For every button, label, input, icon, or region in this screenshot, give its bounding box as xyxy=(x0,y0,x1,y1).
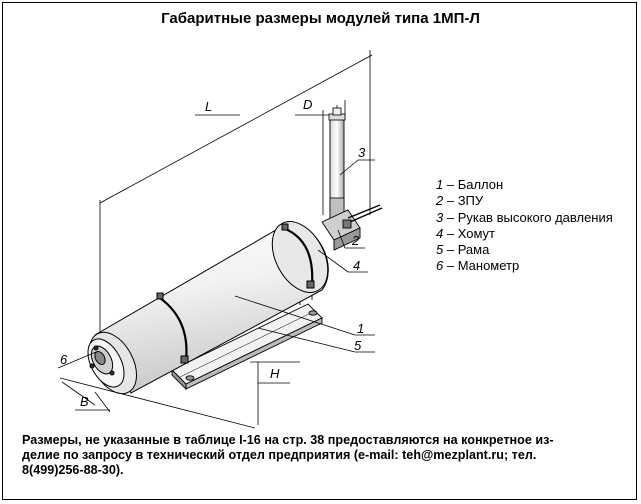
callout-6: 6 xyxy=(60,352,68,367)
valve-zpu xyxy=(321,204,383,251)
legend-item: 5 – Рама xyxy=(436,242,490,258)
footnote: Размеры, не указанные в таблице I-16 на … xyxy=(22,433,622,478)
cylinder-front-end xyxy=(87,331,137,395)
footnote-line-3: 8(499)256-88-30). xyxy=(22,463,124,477)
label-L: L xyxy=(205,99,212,114)
label-D: D xyxy=(303,97,312,112)
legend-item: 4 – Хомут xyxy=(436,225,495,241)
diagram-frame xyxy=(2,2,637,500)
dimension-L xyxy=(99,50,373,350)
leader-lines xyxy=(57,159,375,369)
callout-5: 5 xyxy=(354,338,362,353)
label-B: B xyxy=(80,394,89,409)
dimension-B xyxy=(59,377,256,429)
footnote-line-2: делие по запросу в технический отдел пре… xyxy=(22,448,537,462)
label-H: H xyxy=(270,366,280,381)
callout-3: 3 xyxy=(358,145,366,160)
legend-item: 6 – Манометр xyxy=(436,258,520,274)
callout-2: 2 xyxy=(351,233,360,248)
callout-4: 4 xyxy=(353,258,360,273)
hose xyxy=(328,105,346,219)
footnote-line-1: Размеры, не указанные в таблице I-16 на … xyxy=(22,433,554,447)
legend-item: 3 – Рукав высокого давления xyxy=(436,209,613,225)
legend-item: 1 – Баллон xyxy=(436,177,504,192)
cylinder-balloon xyxy=(94,221,329,394)
legend-item: 2 – ЗПУ xyxy=(436,193,484,209)
dimension-H xyxy=(250,361,300,425)
callout-1: 1 xyxy=(357,321,364,336)
parts-legend: 1 – Баллон 2 – ЗПУ 3 – Рукав высокого да… xyxy=(436,177,613,275)
page-title: Габаритные размеры модулей типа 1МП-Л xyxy=(161,10,480,27)
